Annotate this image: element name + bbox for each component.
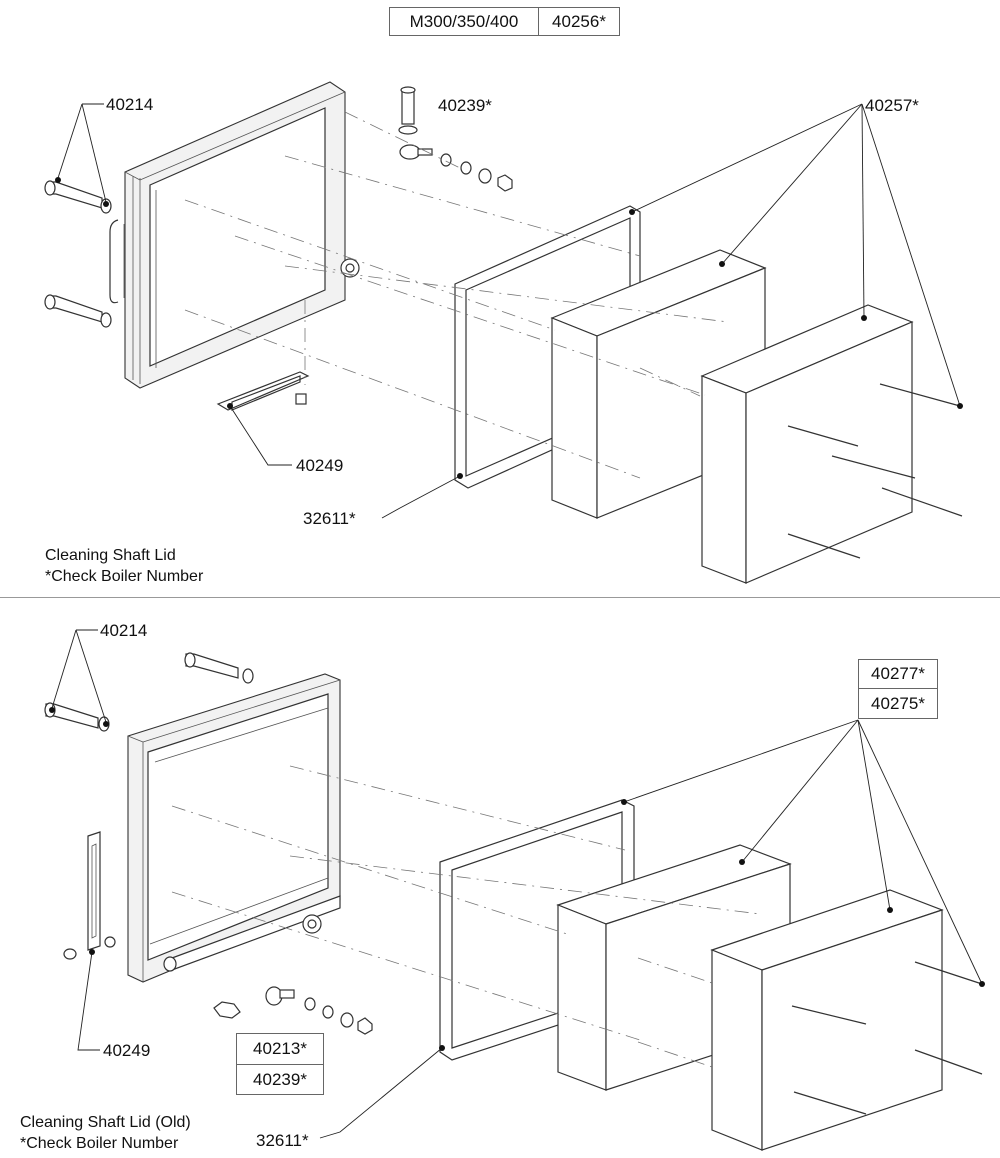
top-insulation-2: [700, 304, 914, 584]
bottom-frame: [127, 673, 341, 983]
top-caption: Cleaning Shaft Lid *Check Boiler Number: [45, 545, 203, 587]
model-cell: M300/350/400: [389, 7, 539, 36]
bottom-fittings: [163, 914, 373, 1035]
top-fittings: [340, 86, 513, 278]
bottom-caption: Cleaning Shaft Lid (Old) *Check Boiler N…: [20, 1112, 191, 1154]
bottom-caption-note: *Check Boiler Number: [20, 1135, 179, 1152]
top-centerlines: [184, 111, 729, 479]
bottom-leaders: [49, 629, 985, 1139]
bottom-bracket-label: 40249: [103, 1041, 151, 1060]
bottom-centerlines: [171, 765, 761, 1069]
bottom-fitting-b-cell: 40239*: [236, 1064, 324, 1095]
top-insulation-label: 40257*: [865, 96, 919, 115]
top-gasket-label: 32611*: [303, 509, 356, 528]
bottom-insulation-b-cell: 40275*: [858, 688, 938, 719]
bottom-insulation-a-cell: 40277*: [858, 659, 938, 689]
bottom-caption-title: Cleaning Shaft Lid (Old): [20, 1114, 191, 1131]
top-frame: [109, 81, 346, 389]
top-caption-title: Cleaning Shaft Lid: [45, 547, 176, 564]
bottom-bolt-label: 40214: [100, 621, 148, 640]
top-studs: [787, 383, 963, 559]
top-bracket-label: 40249: [296, 456, 344, 475]
top-fitting-label: 40239*: [438, 96, 492, 115]
top-bracket: [216, 371, 310, 411]
bottom-gasket-label: 32611*: [256, 1131, 309, 1150]
bottom-bracket: [63, 831, 116, 960]
top-bolt-label: 40214: [106, 95, 154, 114]
top-caption-note: *Check Boiler Number: [45, 568, 204, 585]
part-number-cell: 40256*: [538, 7, 620, 36]
top-leaders: [55, 103, 963, 519]
bottom-studs: [791, 961, 983, 1115]
section-divider: [0, 597, 1000, 598]
bottom-fitting-a-cell: 40213*: [236, 1033, 324, 1065]
bottom-insulation-2: [710, 889, 944, 1151]
top-bolts: [44, 180, 112, 328]
bottom-bolts: [44, 652, 254, 732]
